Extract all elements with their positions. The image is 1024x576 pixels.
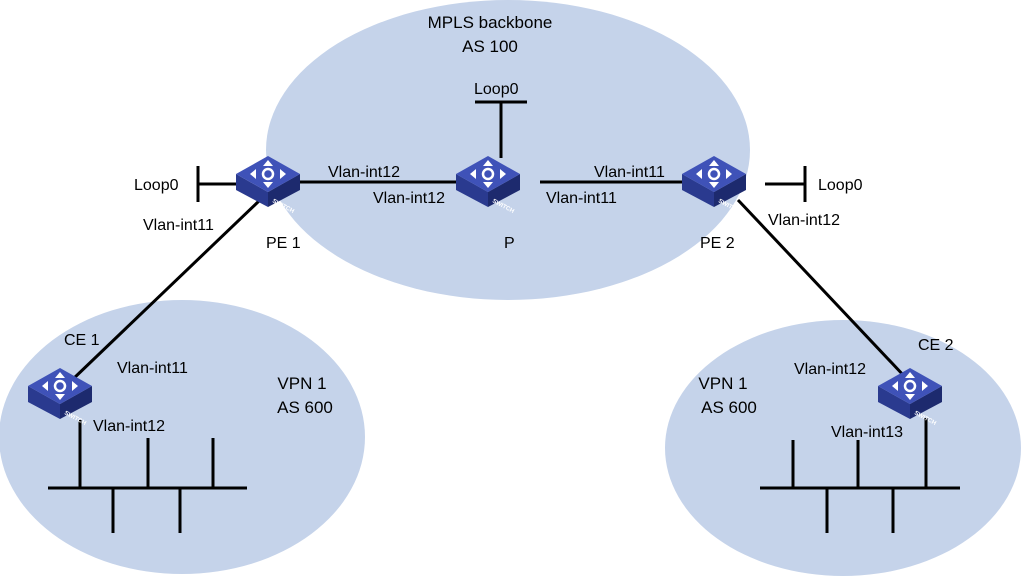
vpn-left-name: VPN 1 — [277, 374, 326, 393]
p-loop0-label: Loop0 — [474, 81, 519, 98]
pe2-label: PE 2 — [700, 235, 735, 252]
pe1-vlan-int11-label: Vlan-int11 — [143, 217, 214, 234]
vpn-left-as: AS 600 — [277, 398, 333, 417]
ce2-label: CE 2 — [918, 337, 954, 354]
pe1-loop0-label: Loop0 — [134, 177, 179, 194]
pe1-label: PE 1 — [266, 235, 301, 252]
ce1-vlan-int11-label: Vlan-int11 — [117, 360, 188, 377]
pe2-vlan-int12-label: Vlan-int12 — [768, 212, 840, 229]
ce2-vlan-int13-label: Vlan-int13 — [831, 424, 903, 441]
mpls-backbone-cloud — [266, 0, 750, 300]
pe1-vlan-int12-label: Vlan-int12 — [328, 164, 400, 181]
vpn-left-cloud — [0, 300, 365, 574]
pe1-loopback-stub — [196, 166, 238, 202]
vpn-right-as: AS 600 — [701, 398, 757, 417]
backbone-title: MPLS backbone — [428, 13, 553, 32]
p-loopback-stub — [475, 100, 527, 158]
pe2-loopback-stub — [765, 166, 807, 202]
backbone-as: AS 100 — [462, 37, 518, 56]
ce2-switch-icon: SWITCH — [878, 368, 942, 427]
vpn-right-name: VPN 1 — [698, 374, 747, 393]
p-vlan-int11-label: Vlan-int11 — [546, 190, 617, 207]
pe2-vlan-int11-label: Vlan-int11 — [594, 164, 665, 181]
link-pe2-ce2 — [736, 198, 908, 380]
p-label: P — [504, 235, 515, 252]
lan-bus-right — [760, 418, 960, 533]
vpn-right-cloud — [665, 320, 1021, 576]
pe2-switch-icon: SWITCH — [682, 156, 746, 215]
ce1-vlan-int12-label: Vlan-int12 — [93, 418, 165, 435]
link-pe1-ce1 — [70, 198, 262, 382]
p-vlan-int12-label: Vlan-int12 — [373, 190, 445, 207]
ce1-switch-icon: SWITCH — [28, 368, 92, 427]
ce2-vlan-int12-label: Vlan-int12 — [794, 361, 866, 378]
ce1-label: CE 1 — [64, 332, 100, 349]
pe2-loop0-label: Loop0 — [818, 177, 863, 194]
lan-bus-left — [48, 420, 247, 533]
